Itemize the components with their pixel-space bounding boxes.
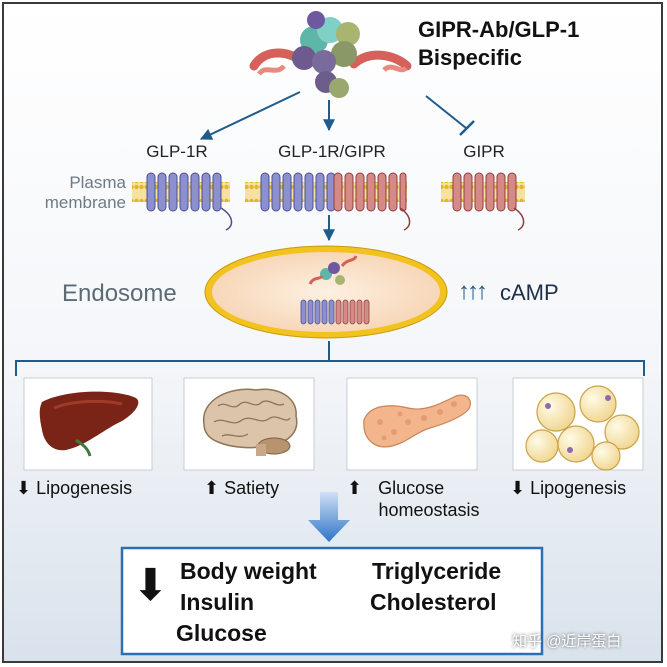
endosome-icon [204, 245, 448, 339]
outcome-glucose: Glucose [176, 620, 267, 646]
label-glp1r-gipr: GLP-1R/GIPR [278, 142, 386, 161]
membrane-label-line2: membrane [44, 193, 126, 212]
down-arrow-icon: ⬇ [16, 478, 32, 498]
label-glp1r: GLP-1R [146, 142, 208, 161]
outcome-cholesterol: Cholesterol [370, 589, 497, 615]
organ-liver-effect: ⬇ Lipogenesis [16, 478, 132, 499]
camp-label: cAMP [500, 280, 559, 305]
organ-adipose-effect: ⬇ Lipogenesis [510, 478, 626, 499]
pancreas-effect-label-1: Glucose [378, 478, 445, 498]
outcome-body-weight: Body weight [180, 558, 317, 584]
camp-up-arrows: ↑↑↑ [458, 278, 488, 305]
outcome-insulin: Insulin [180, 589, 255, 615]
diagram-graphics [15, 11, 645, 656]
label-gipr: GIPR [463, 142, 505, 161]
organ-brain-effect: ⬆ Satiety [204, 478, 279, 499]
endosome-label: Endosome [62, 280, 177, 307]
glp1r-receptor-icon [146, 172, 233, 231]
organ-bracket [15, 341, 645, 376]
up-arrow-icon: ⬆ [347, 478, 363, 498]
title-line2: Bispecific [418, 45, 522, 70]
downward-flow-arrow [308, 492, 350, 542]
brain-effect-label: Satiety [224, 478, 280, 498]
liver-effect-label: Lipogenesis [36, 478, 133, 498]
adipose-effect-label: Lipogenesis [530, 478, 627, 498]
down-arrow-icon: ⬇ [510, 478, 526, 498]
membrane-label-line1: Plasma [69, 173, 126, 192]
up-arrow-icon: ⬆ [204, 478, 220, 498]
organ-pancreas-effect: ⬆ Glucose [347, 478, 444, 499]
outcome-box-border [120, 546, 544, 656]
outcome-down-arrow-icon: ⬇ [132, 561, 169, 610]
glp1r-gipr-complex-icon [260, 172, 411, 231]
bispecific-antibody-icon [249, 11, 412, 98]
outcome-triglyceride: Triglyceride [372, 558, 502, 584]
pancreas-icon [363, 394, 471, 448]
liver-icon [39, 391, 139, 457]
gipr-receptor-icon [452, 172, 525, 231]
watermark: 知乎 @近岸蛋白 [512, 633, 622, 650]
brain-icon [203, 388, 298, 456]
adipocyte-icon [525, 385, 640, 471]
title-line1: GIPR-Ab/GLP-1 [418, 17, 580, 42]
pancreas-effect-label-2: homeostasis [378, 500, 480, 520]
